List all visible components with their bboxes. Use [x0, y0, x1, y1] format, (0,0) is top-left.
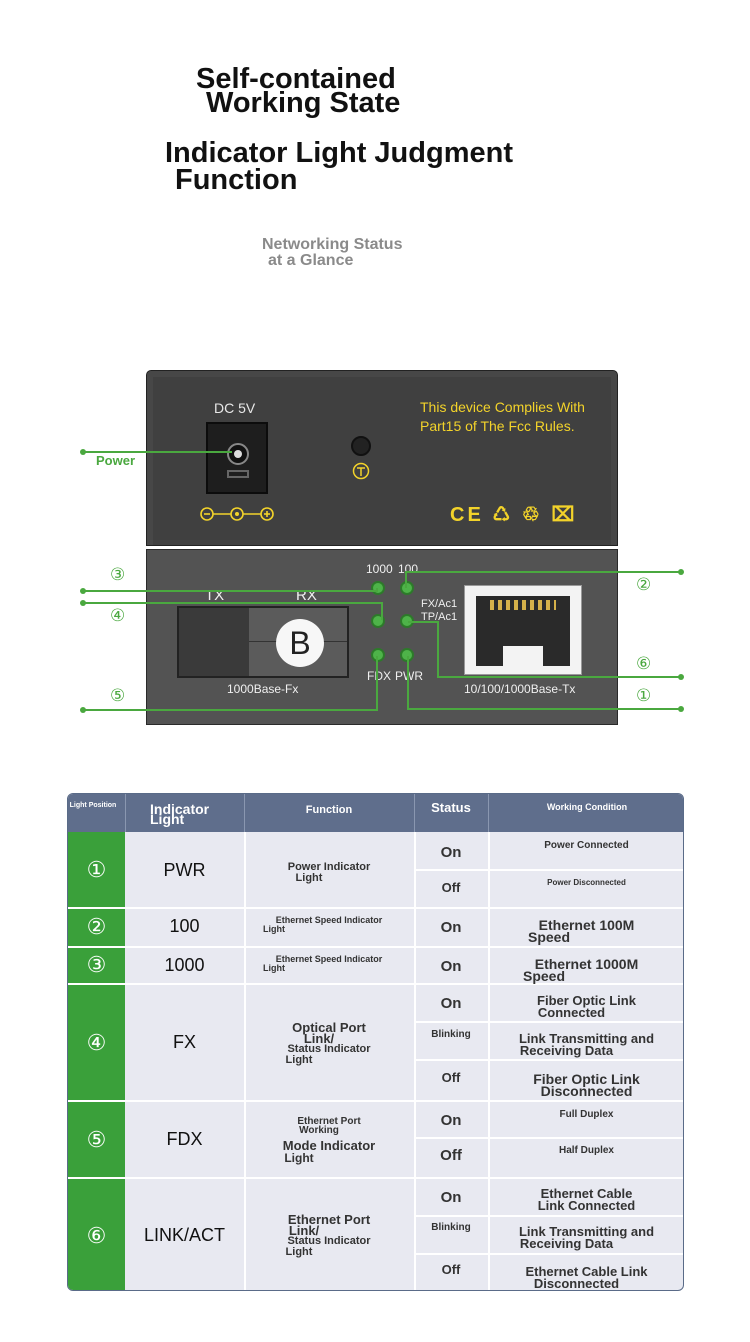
header-indicator: Indicator Light: [150, 801, 210, 827]
row-5-position: ⑤: [86, 1127, 107, 1152]
certification-icons: CE ♺ ♲ ⌧: [450, 504, 578, 526]
row-5-condition-1: Full Duplex: [559, 1109, 614, 1120]
row-6-status-1: On: [440, 1189, 462, 1206]
dc-slot-icon: [227, 470, 249, 478]
row-1-status-1: On: [440, 844, 462, 861]
row-6-function: Ethernet Port Link/ Status Indicator Lig…: [285, 1212, 371, 1258]
led-fx-label: FX/Ac1: [421, 598, 458, 610]
row-3-indicator: 1000: [164, 955, 205, 975]
title-line-4: Function: [175, 164, 298, 196]
callout-3: ③: [110, 565, 126, 584]
callout-4: ④: [110, 606, 126, 625]
row-6-position: ⑥: [86, 1223, 107, 1248]
subtitle-line-1: Networking Status: [262, 236, 403, 253]
fcc-line-1: This device Complies With: [420, 399, 585, 415]
indicator-table: Light Position Indicator Light Function …: [67, 793, 684, 1291]
row-4-function: Optical Port Link/ Status Indicator Ligh…: [285, 1020, 371, 1066]
callout-2: ②: [636, 575, 652, 594]
fiber-badge: B: [276, 619, 324, 667]
row-5-status-2: Off: [440, 1147, 462, 1164]
header-position: Light Position: [69, 802, 117, 809]
row-5-function: Ethernet Port Working Mode Indicator Lig…: [282, 1116, 376, 1165]
row-1-status-2: Off: [441, 880, 461, 895]
row-4-indicator: FX: [172, 1032, 196, 1052]
table-header: [68, 794, 683, 832]
callout-lines: [80, 449, 684, 713]
led-fdx-label: FDX: [367, 669, 391, 683]
polarity-icon: [200, 507, 274, 521]
row-5-indicator: FDX: [166, 1129, 203, 1149]
row-2-indicator: 100: [169, 916, 200, 936]
row-1-position: ①: [86, 857, 107, 882]
row-5-status-1: On: [440, 1112, 462, 1129]
fcc-notice: This device Complies With Part15 of The …: [420, 398, 585, 436]
title-line-2: Working State: [206, 87, 401, 119]
rj45-port-label: 10/100/1000Base-Tx: [464, 682, 576, 696]
row-5-condition-2: Half Duplex: [558, 1145, 614, 1156]
led-1000-label: 1000: [366, 562, 393, 576]
row-4-status-1: On: [440, 995, 462, 1012]
dc-pin-icon: [234, 450, 242, 458]
row-1-indicator: PWR: [163, 860, 206, 880]
row-6-status-2: Blinking: [431, 1222, 471, 1233]
callout-1: ①: [636, 686, 652, 705]
row-1-condition-1: Power Connected: [544, 840, 629, 851]
title-line-3: Indicator Light Judgment: [165, 137, 513, 169]
title-line-1: Self-contained: [196, 63, 396, 95]
dc-label: DC 5V: [214, 400, 256, 416]
subtitle-line-2: at a Glance: [268, 252, 354, 269]
screw-icon: [351, 436, 371, 456]
row-4-position: ④: [86, 1030, 107, 1055]
fiber-port-label: 1000Base-Fx: [227, 682, 299, 696]
row-6-status-3: Off: [441, 1262, 461, 1277]
rj45-contacts-icon: [490, 600, 556, 610]
callout-5: ⑤: [110, 686, 126, 705]
power-callout: Power: [96, 453, 136, 468]
row-2-position: ②: [86, 914, 107, 939]
fcc-line-2: Part15 of The Fcc Rules.: [420, 418, 575, 434]
row-4-status-3: Off: [441, 1070, 461, 1085]
row-1-condition-2: Power Disconnected: [547, 878, 626, 887]
row-3-position: ③: [86, 952, 107, 977]
ground-icon: [352, 462, 370, 480]
header-function: Function: [305, 804, 353, 816]
row-3-status: On: [440, 958, 462, 975]
row-6-indicator: LINK/ACT: [143, 1225, 226, 1245]
row-4-status-2: Blinking: [431, 1029, 471, 1040]
row-2-status: On: [440, 919, 462, 936]
led-tp-label: TP/Ac1: [421, 611, 458, 623]
header-condition: Working Condition: [546, 802, 628, 812]
header-status: Status: [431, 800, 471, 815]
callout-6: ⑥: [636, 654, 652, 673]
